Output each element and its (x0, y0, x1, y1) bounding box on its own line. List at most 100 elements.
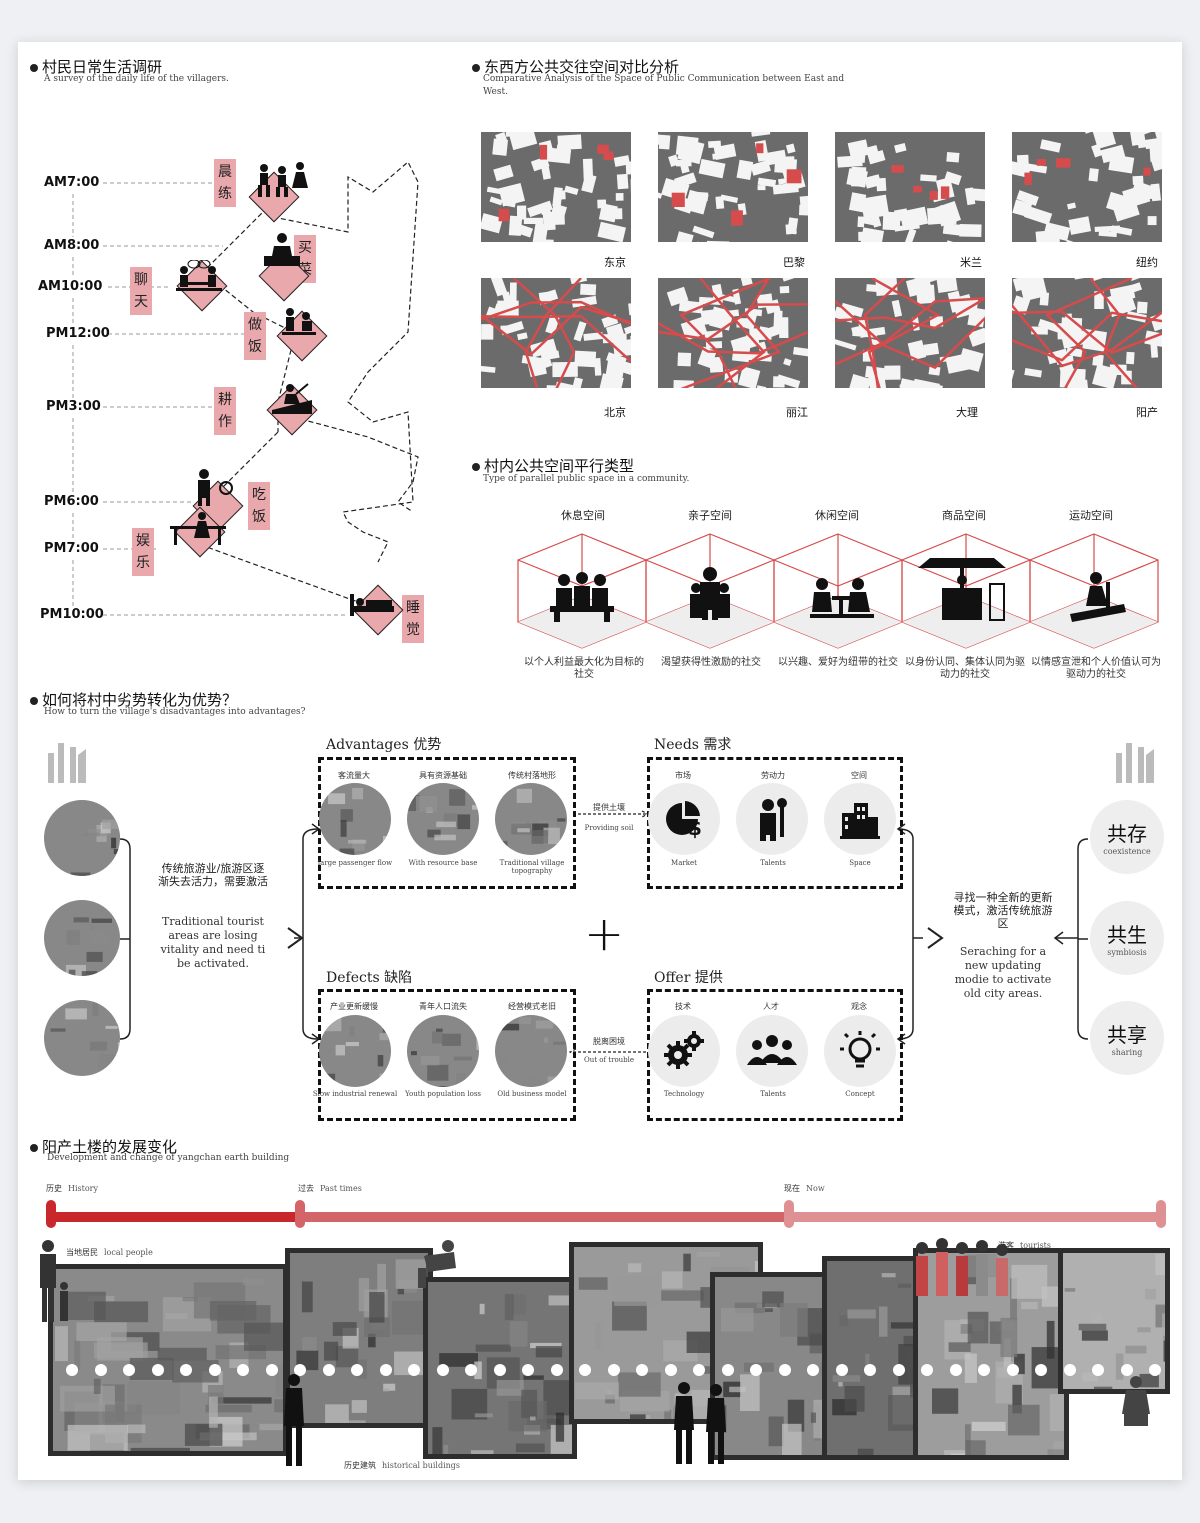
advantage-photo (495, 783, 567, 855)
offer-title: Offer 提供 (654, 970, 723, 986)
tourist-group-figure (916, 1238, 1008, 1296)
offer-zh: 技术 (675, 1002, 691, 1011)
offer-en: Concept (845, 1090, 875, 1098)
timeline-dot (750, 1364, 762, 1376)
cooking-figures-icon (282, 308, 316, 335)
provide-soil-zh: 提供土壤 (593, 803, 625, 812)
timeline-dot (180, 1364, 192, 1376)
timeline-dot (636, 1364, 648, 1376)
shopping-figure-icon (264, 233, 300, 266)
offer-en: Technology (663, 1090, 705, 1098)
photo-texture (411, 1028, 479, 1087)
timeline-dot (550, 1364, 563, 1376)
provide-soil-en: Providing soil (584, 824, 634, 832)
timeline-now-label: 现在 Now (784, 1183, 825, 1194)
bed-icon (350, 594, 394, 616)
timeline-dot (436, 1364, 449, 1376)
advantage-zh: 具有资源基础 (419, 771, 467, 780)
timeline-dot (522, 1364, 534, 1376)
right-text-zh: 寻找一种全新的更新模式，激活传统旅游区 (953, 891, 1053, 930)
compare-subtitle: Comparative Analysis of the Space of Pub… (483, 74, 845, 97)
map-lijiang (658, 278, 808, 388)
parallel-type-label: 亲子空间 (688, 509, 732, 522)
tourist-couple-figure (674, 1382, 726, 1464)
advantage-photo (407, 783, 479, 855)
timeline-en: tourists (1020, 1241, 1051, 1250)
team-icon (736, 1015, 808, 1087)
timeline-dot (294, 1364, 306, 1376)
timeline-en: Now (806, 1184, 825, 1193)
workers-icon-glyph (760, 798, 787, 841)
timeline-dot (579, 1364, 591, 1376)
need-zh: 空间 (851, 771, 867, 780)
offer-en: Talents (760, 1090, 786, 1098)
timeline-dot (322, 1364, 335, 1376)
activity-label: 晨练 (214, 159, 236, 207)
advantage-en: large passenger flow (317, 859, 393, 867)
timeline-dot (693, 1364, 705, 1376)
farming-figure-icon (272, 383, 312, 414)
timeline-dot (465, 1364, 477, 1376)
map-newyork (1012, 132, 1162, 242)
history-photo (48, 1264, 288, 1456)
photo-texture (328, 787, 391, 855)
village-photo (44, 800, 120, 876)
timeline-dot (1120, 1364, 1133, 1376)
time-label: AM8:00 (44, 238, 100, 253)
photo-texture (319, 1015, 391, 1087)
activity-label: 做饭 (244, 312, 266, 360)
defect-photo (319, 1015, 391, 1087)
timeline-dot (1006, 1364, 1019, 1376)
map-name: 阳产 (1136, 406, 1158, 419)
need-en: Space (849, 859, 871, 867)
map-name: 丽江 (786, 406, 808, 419)
tag-en: symbiosis (1107, 948, 1147, 957)
parallel-type-label: 休息空间 (561, 509, 605, 522)
timeline-dot (721, 1364, 734, 1376)
need-zh: 劳动力 (761, 771, 785, 780)
timeline-dot (864, 1364, 876, 1376)
chat-figures-icon (176, 260, 222, 291)
time-label: PM10:00 (40, 607, 104, 622)
village-photo (44, 900, 120, 976)
timeline-dot (664, 1364, 677, 1376)
local-person-figure (40, 1240, 68, 1322)
photo-texture (70, 819, 120, 876)
defect-zh: 青年人口流失 (419, 1002, 467, 1011)
offer-zh: 观念 (851, 1002, 867, 1011)
timeline-dot (892, 1364, 905, 1376)
time-label: PM12:00 (46, 326, 110, 341)
time-label: AM10:00 (38, 279, 103, 294)
need-en: Market (671, 859, 697, 867)
tag-zh: 共存 (1107, 822, 1147, 846)
poster-sheet: 村民日常生活调研 A survey of the daily life of t… (18, 42, 1182, 1480)
market-icon: $ (648, 783, 720, 855)
timeline-en: historical buildings (382, 1461, 461, 1470)
timeline-dot (151, 1364, 164, 1376)
activity-label: 耕作 (214, 387, 236, 435)
map-texture (481, 278, 631, 388)
photo-texture (408, 789, 479, 841)
timeline-dot (807, 1364, 819, 1376)
timeline-dot (379, 1364, 392, 1376)
defect-photo (495, 1015, 567, 1087)
time-label: PM3:00 (46, 399, 101, 414)
defects-title: Defects 缺陷 (326, 970, 413, 986)
timeline-dot (237, 1364, 249, 1376)
timeline-dot (1035, 1364, 1047, 1376)
parallel-subtitle: Type of parallel public space in a commu… (483, 474, 690, 484)
parallel-space-hexagons (517, 533, 1159, 649)
timeline-zh: 现在 (784, 1184, 800, 1193)
map-tokyo (481, 132, 631, 242)
compare-title: 东西方公共交往空间对比分析 (472, 56, 679, 77)
time-label: AM7:00 (44, 175, 100, 190)
crouching-tourist-figure (1122, 1376, 1150, 1426)
advantage-zh: 客流量大 (338, 771, 370, 780)
advantages-title: Advantages 优势 (326, 737, 442, 753)
transform-title: 如何将村中劣势转化为优势？ (30, 689, 237, 710)
map-beijing (481, 278, 631, 388)
